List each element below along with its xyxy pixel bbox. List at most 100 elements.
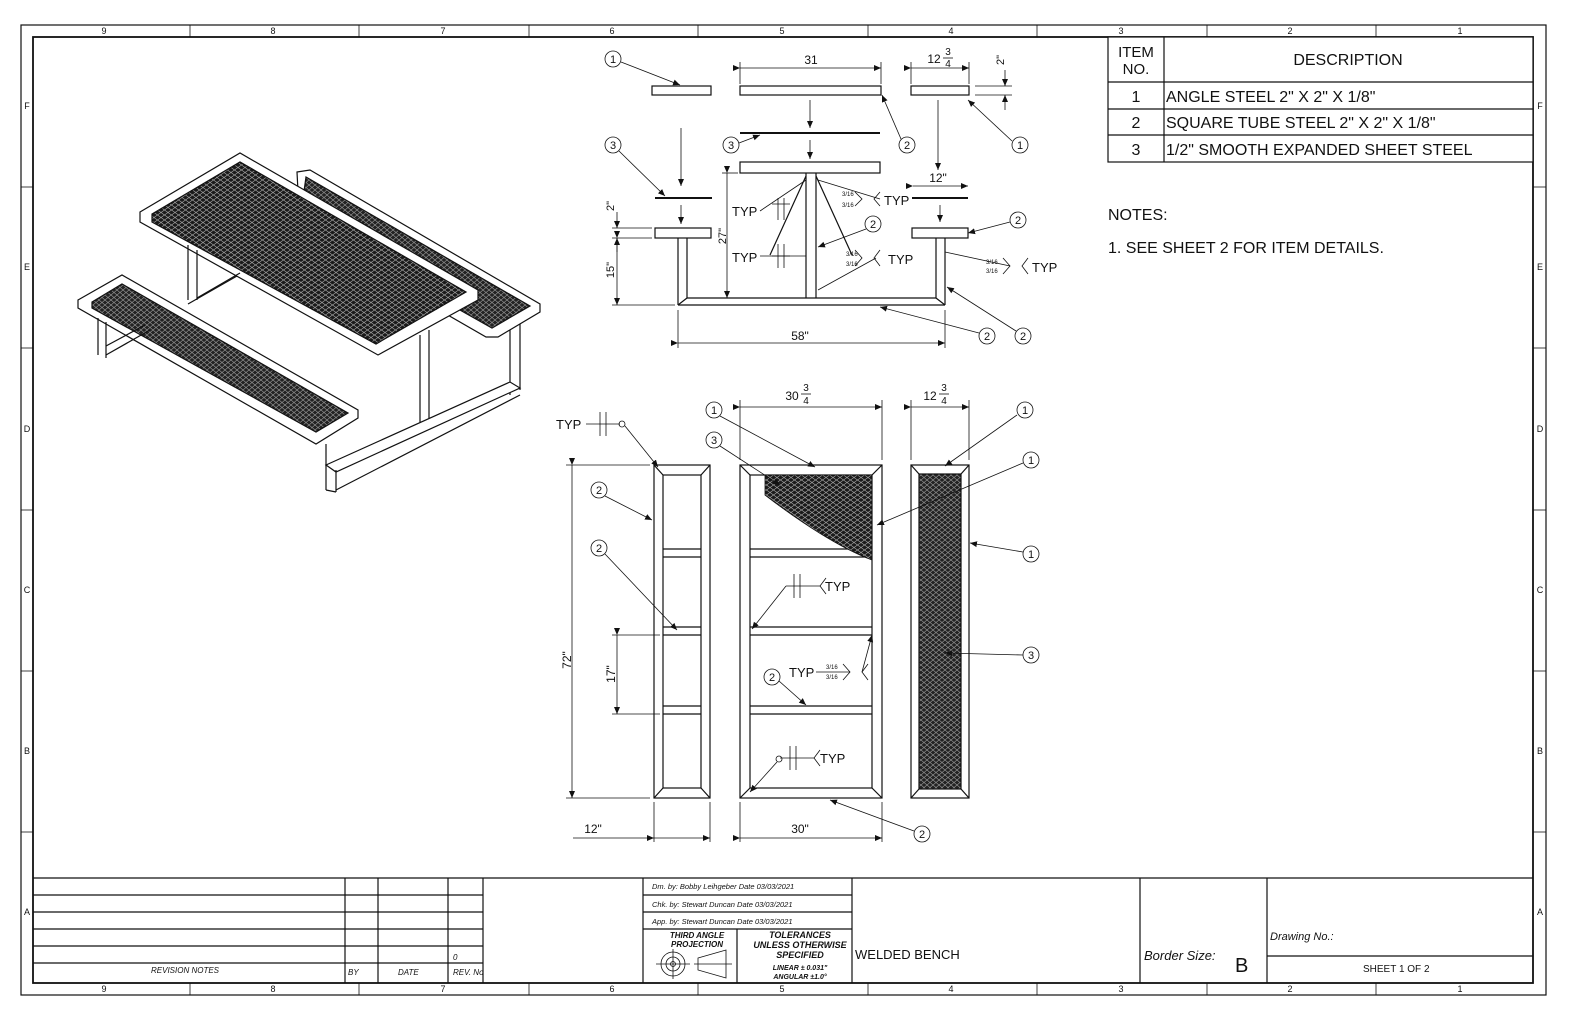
weld-size: 3/16 — [842, 203, 854, 209]
balloon: 1 — [1022, 405, 1028, 417]
tolerance-linear: LINEAR ± 0.031" — [773, 965, 828, 972]
weld-size: 3/16 — [826, 675, 838, 681]
bom-item-desc: ANGLE STEEL 2" X 2" X 1/8" — [1166, 89, 1375, 106]
zone-col-top: 6 — [609, 26, 614, 36]
weld-size: 3/16 — [986, 269, 998, 275]
dim-seat-width: 12" — [929, 171, 947, 185]
balloon: 2 — [596, 485, 602, 497]
dim-top-width-whole: 30 — [785, 389, 799, 403]
dim-top-width: 31 — [804, 53, 818, 67]
zone-row-right: A — [1537, 907, 1543, 917]
weld-typ: TYP — [884, 193, 909, 208]
zone-row-left: D — [24, 424, 31, 434]
notes: NOTES: 1. SEE SHEET 2 FOR ITEM DETAILS. — [1108, 207, 1384, 257]
dim-spacing: 17" — [604, 665, 618, 683]
zone-row-left: B — [24, 746, 30, 756]
balloon: 3 — [1028, 650, 1034, 662]
projection-line1: THIRD ANGLE — [670, 931, 725, 940]
bom-item-no: 1 — [1132, 89, 1141, 106]
approved-by: App. by: Stewart Duncan Date 03/03/2021 — [651, 917, 793, 926]
isometric-view — [77, 152, 541, 493]
zone-col-bottom: 9 — [101, 984, 106, 994]
weld-size: 3/16 — [846, 252, 858, 258]
zone-col-bottom: 4 — [948, 984, 953, 994]
sheet-number: SHEET 1 OF 2 — [1363, 964, 1430, 975]
balloon: 3 — [711, 435, 717, 447]
balloon: 1 — [1028, 549, 1034, 561]
zone-col-bottom: 1 — [1457, 984, 1462, 994]
top-view: 30 3 4 12 3 4 72" 17" 12" 30" 1 — [556, 383, 1040, 843]
bom-item-no: 2 — [1132, 115, 1141, 132]
weld-size: 3/16 — [842, 192, 854, 198]
weld-typ: TYP — [556, 417, 581, 432]
zone-col-top: 4 — [948, 26, 953, 36]
border-frame: 9 8 7 6 5 4 3 2 1 9 8 7 6 5 4 3 2 1 F E … — [20, 24, 1547, 996]
zone-row-right: B — [1537, 746, 1543, 756]
zone-col-top: 2 — [1287, 26, 1292, 36]
zone-row-right: C — [1537, 585, 1544, 595]
bom-item-desc: SQUARE TUBE STEEL 2" X 2" X 1/8" — [1166, 115, 1436, 132]
weld-size: 3/16 — [826, 665, 838, 671]
dim-bench-frac-num: 3 — [945, 47, 951, 58]
dim-angle-height: 2" — [995, 55, 1007, 65]
zone-row-left: F — [24, 101, 30, 111]
weld-size: 3/16 — [986, 260, 998, 266]
balloon: 2 — [596, 543, 602, 555]
bom-item-desc: 1/2" SMOOTH EXPANDED SHEET STEEL — [1166, 142, 1473, 159]
weld-size: 3/16 — [846, 262, 858, 268]
zone-row-right: E — [1537, 262, 1543, 272]
dim-bench-frac-den: 4 — [945, 59, 951, 70]
zone-col-bottom: 5 — [779, 984, 784, 994]
balloon: 1 — [1017, 140, 1023, 152]
zone-row-right: D — [1537, 424, 1544, 434]
zone-col-top: 1 — [1457, 26, 1462, 36]
drawing-no-label: Drawing No.: — [1270, 931, 1334, 943]
zone-col-top: 7 — [440, 26, 445, 36]
zone-row-right: F — [1537, 101, 1543, 111]
dim-table-width: 30" — [791, 822, 809, 836]
zone-col-bottom: 2 — [1287, 984, 1292, 994]
zone-col-bottom: 6 — [609, 984, 614, 994]
dim-table-height: 27" — [717, 228, 729, 244]
tolerances-line1: TOLERANCES — [769, 930, 831, 940]
dim-seat-height: 15" — [605, 262, 617, 278]
revision-date-label: DATE — [398, 968, 419, 977]
dim-seat-width: 12" — [584, 822, 602, 836]
dim-top-width-den: 4 — [803, 396, 809, 407]
revision-no-label: REV. No — [453, 968, 484, 977]
note-item: 1. SEE SHEET 2 FOR ITEM DETAILS. — [1108, 240, 1384, 257]
bom-header-item: ITEM — [1118, 44, 1154, 61]
weld-typ: TYP — [820, 751, 845, 766]
drawing-title: WELDED BENCH — [855, 947, 960, 962]
weld-typ: TYP — [1032, 260, 1057, 275]
bom-item-no: 3 — [1132, 142, 1141, 159]
balloon: 2 — [904, 140, 910, 152]
border-size-label: Border Size: — [1144, 948, 1216, 963]
balloon: 2 — [870, 219, 876, 231]
zone-row-left: A — [24, 907, 30, 917]
zone-col-top: 8 — [270, 26, 275, 36]
dim-bench-width-num: 3 — [941, 383, 947, 394]
revision-value: 0 — [453, 953, 458, 962]
zone-col-bottom: 7 — [440, 984, 445, 994]
balloon: 3 — [610, 140, 616, 152]
balloon: 2 — [919, 829, 925, 841]
title-block: REVISION NOTES BY DATE REV. No 0 Dm. by:… — [33, 877, 1533, 983]
balloon: 2 — [1020, 331, 1026, 343]
tolerances-line2: UNLESS OTHERWISE — [753, 940, 847, 950]
weld-typ: TYP — [789, 665, 814, 680]
balloon: 2 — [769, 672, 775, 684]
dim-seat-thickness: 2" — [605, 201, 617, 211]
drawn-by: Dm. by: Bobby Leihgeber Date 03/03/2021 — [652, 882, 794, 891]
zone-col-top: 9 — [101, 26, 106, 36]
dim-bench-width-whole: 12 — [927, 52, 941, 66]
border-size-value: B — [1235, 955, 1248, 977]
bom-header-description: DESCRIPTION — [1293, 52, 1402, 69]
revision-notes-label: REVISION NOTES — [151, 966, 220, 975]
third-angle-projection-icon — [656, 949, 732, 979]
checked-by: Chk. by: Stewart Duncan Date 03/03/2021 — [652, 900, 793, 909]
weld-typ: TYP — [888, 252, 913, 267]
tolerance-angular: ANGULAR ±1.0° — [772, 973, 827, 981]
balloon: 1 — [711, 405, 717, 417]
zone-col-bottom: 8 — [270, 984, 275, 994]
